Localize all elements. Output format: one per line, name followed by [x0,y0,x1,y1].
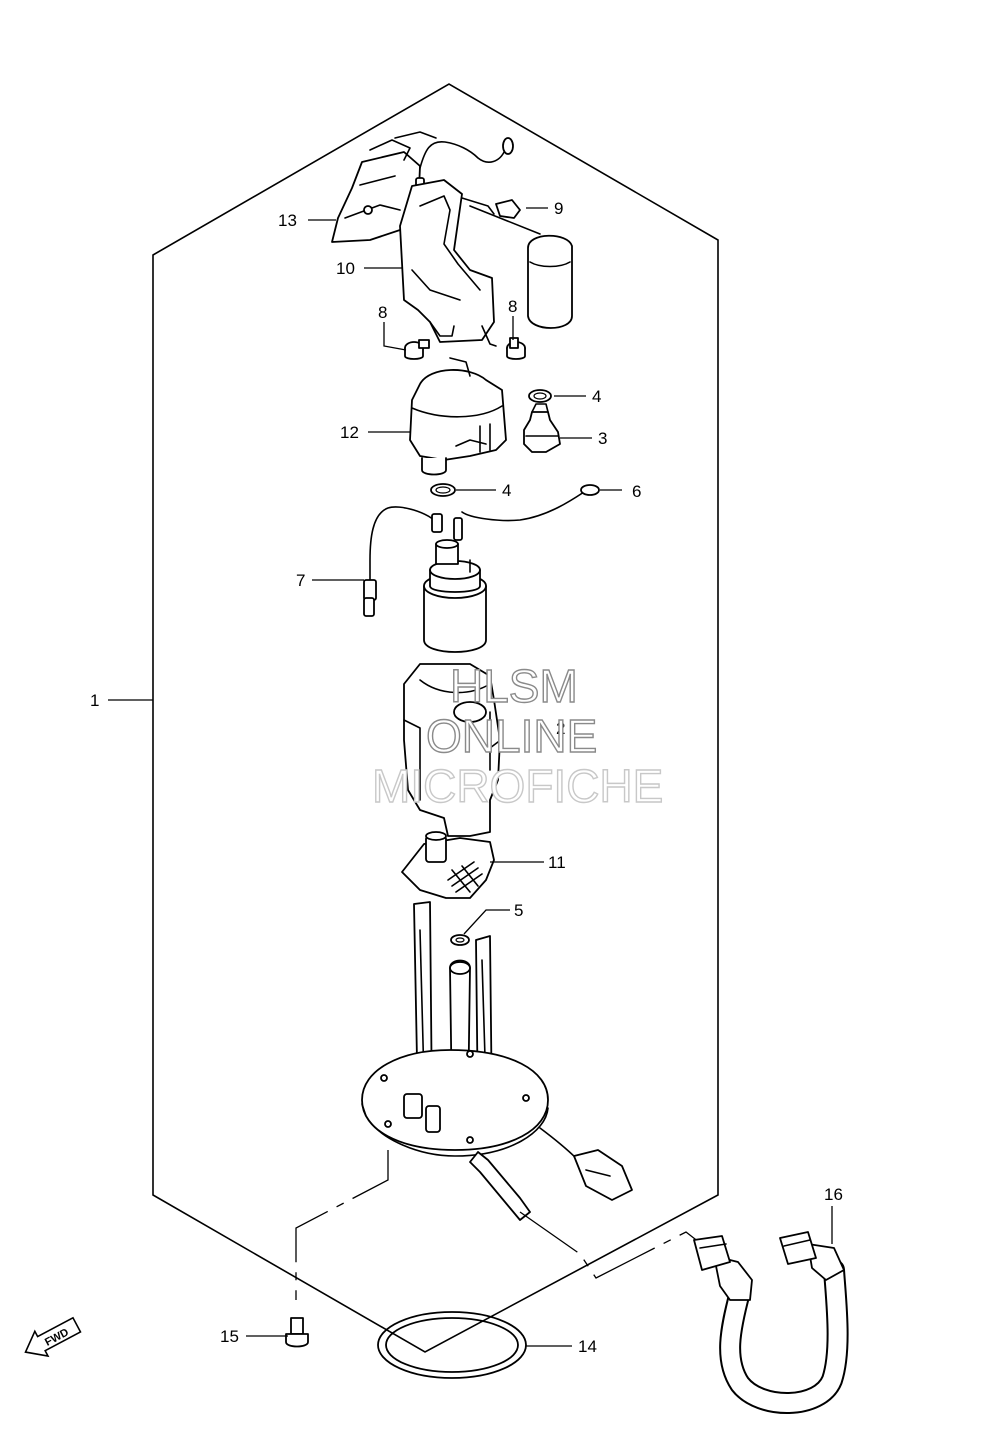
watermark: HLSM ONLINE MICROFICHE [371,659,664,812]
watermark-line-2: ONLINE [426,710,597,762]
callout-8-left: 8 [378,303,387,322]
mounting-flange [361,1049,549,1157]
part-3-pressure-regulator [523,403,561,453]
part-16-fuel-hose [693,1231,849,1414]
callout-4-lower: 4 [502,481,511,500]
part-14-flange-gasket [377,1311,527,1379]
part-7-pump-wire [369,506,439,581]
callout-1: 1 [90,691,99,710]
leader-lines [108,207,833,1347]
outlet-pipe [469,1151,531,1221]
harness-wire-top [419,141,511,169]
watermark-line-3: MICROFICHE [372,760,663,812]
callout-10: 10 [336,259,355,278]
part-float [527,234,573,329]
part-8-bolt-left [404,339,430,360]
callout-5: 5 [514,901,523,920]
part-4-o-ring-lower [430,483,456,497]
part-2-pump-case [403,663,501,837]
part-4-o-ring-upper [528,389,552,403]
callout-11: 11 [548,853,566,872]
callout-16: 16 [824,1185,843,1204]
fwd-label: FWD [43,1326,71,1348]
part-9-clip [495,199,521,219]
fuel-pump-motor [423,539,487,653]
fwd-arrow-icon: FWD [24,1316,82,1358]
callout-4-upper: 4 [592,387,601,406]
part-11-fuel-filter [401,831,495,899]
callout-2: 2 [556,719,565,738]
callout-labels: 1 2 3 4 4 5 6 7 8 8 9 10 11 12 13 14 15 … [90,199,843,1356]
callout-9: 9 [554,199,563,218]
part-10-sender-bracket [399,179,497,347]
callout-13: 13 [278,211,297,230]
assembly-outline [152,83,719,1353]
part-15-screw [285,1317,309,1348]
callout-12: 12 [340,423,359,442]
callout-15: 15 [220,1327,239,1346]
ref-line-flange-to-bolt [295,1150,389,1300]
part-5-o-ring [450,934,470,946]
ref-line-pipe-to-hose [519,1211,705,1279]
callout-8-right: 8 [508,297,517,316]
callout-6: 6 [632,482,641,501]
part-12-pump-holder [409,357,507,476]
part-8-bolt-right [506,337,526,360]
float-arm [469,205,541,235]
connector-wire [539,1127,579,1161]
part-13-connector-bracket [331,131,437,243]
callout-3: 3 [598,429,607,448]
callout-7: 7 [296,571,305,590]
part-6-ground-wire [461,491,585,522]
callout-14: 14 [578,1337,597,1356]
watermark-line-1: HLSM [450,660,578,712]
